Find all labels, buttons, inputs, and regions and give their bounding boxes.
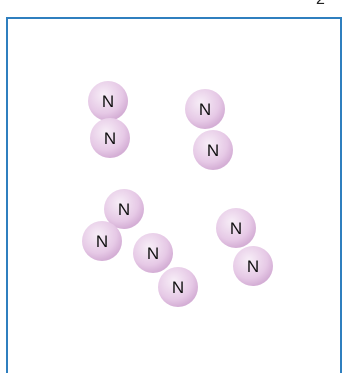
nitrogen-atom: [133, 233, 173, 273]
atom-label: N: [199, 100, 211, 119]
atom-label: N: [96, 232, 108, 251]
n2-molecule: NN: [133, 233, 198, 307]
nitrogen-atom: [185, 89, 225, 129]
n2-molecule: NN: [216, 208, 273, 286]
atom-label: N: [172, 278, 184, 297]
atom-label: N: [102, 92, 114, 111]
gas-container: [6, 17, 342, 373]
nitrogen-atom: [104, 189, 144, 229]
n2-molecule: NN: [82, 189, 144, 261]
n2-molecule: NN: [185, 89, 233, 170]
atom-label: N: [118, 200, 130, 219]
nitrogen-atom: [90, 118, 130, 158]
n2-molecule: NN: [88, 81, 130, 158]
atom-label: N: [104, 129, 116, 148]
nitrogen-atom: [216, 208, 256, 248]
nitrogen-atom: [88, 81, 128, 121]
formula-subscript: 2: [316, 0, 325, 8]
atom-label: N: [147, 244, 159, 263]
atom-label: N: [247, 257, 259, 276]
nitrogen-atom: [193, 130, 233, 170]
nitrogen-atom: [233, 246, 273, 286]
atom-label: N: [230, 219, 242, 238]
atom-label: N: [207, 141, 219, 160]
nitrogen-atom: [158, 267, 198, 307]
nitrogen-atom: [82, 221, 122, 261]
